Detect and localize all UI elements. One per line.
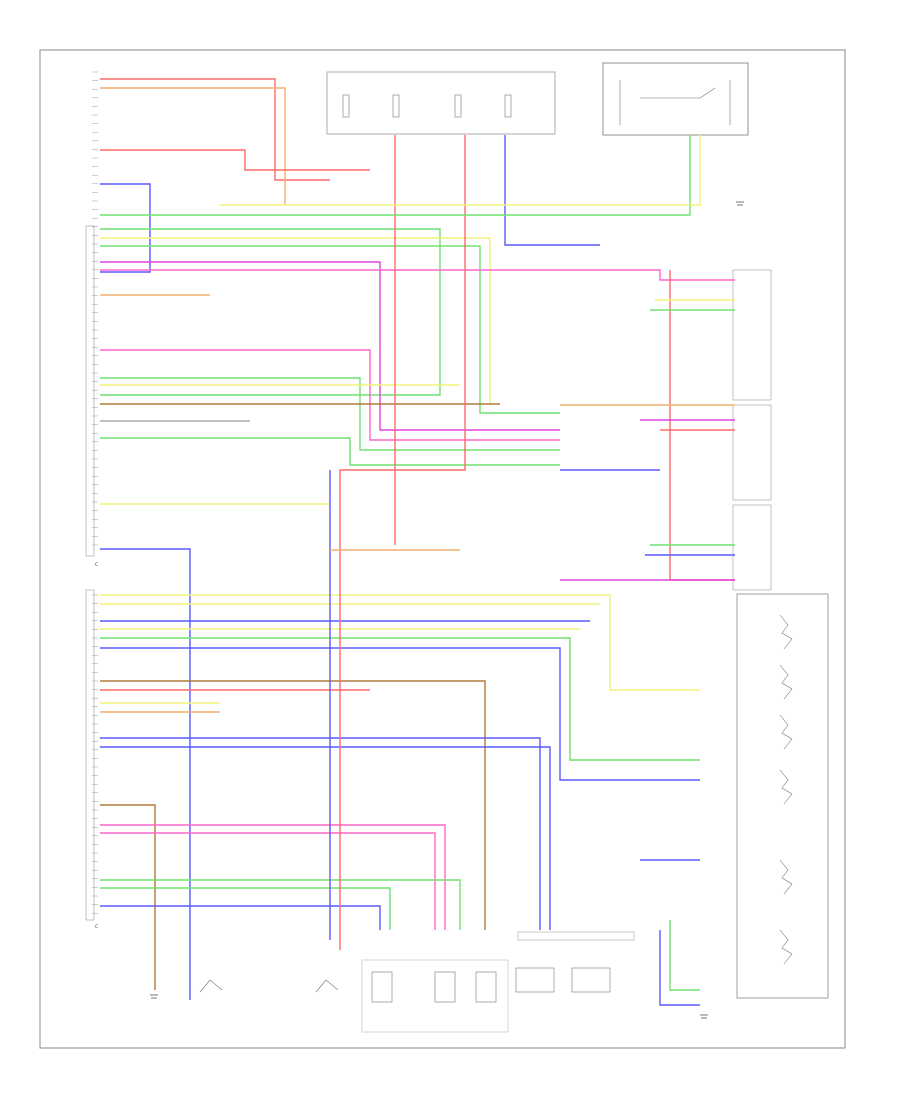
- sensor-icon: [571, 967, 611, 993]
- solenoid-icon: [434, 971, 456, 1003]
- wire-yellow: [220, 135, 701, 206]
- wire-brown: [100, 680, 486, 930]
- ecm-connector-left: C C: [85, 225, 98, 930]
- bottom-components: [199, 931, 635, 1033]
- switch-icon: [199, 979, 223, 993]
- wire-blue: [504, 135, 600, 246]
- wire-blue: [100, 183, 151, 273]
- wire-blue: [100, 905, 381, 930]
- diagram-frame: [39, 49, 846, 1049]
- wire-blue: [659, 930, 700, 1006]
- wire-green: [669, 920, 700, 991]
- ecm-connector-label-bottom: C: [95, 924, 98, 930]
- wire-green: [100, 135, 691, 216]
- wire-green: [100, 437, 560, 466]
- wire-red: [100, 78, 330, 181]
- wire-yellow: [100, 594, 700, 691]
- wire-green: [100, 377, 560, 451]
- wire-green: [100, 879, 461, 930]
- solenoid-icon: [371, 971, 393, 1003]
- wire-orange: [100, 87, 286, 205]
- wire-blue: [100, 746, 551, 930]
- wire-magenta: [100, 261, 560, 431]
- fuse-block-icon: [326, 71, 556, 135]
- wire-blue: [100, 548, 191, 1000]
- switch-icon: [736, 593, 829, 999]
- ground-icon: [150, 201, 744, 1019]
- wire-blue: [100, 737, 541, 930]
- wire-green: [100, 245, 560, 414]
- wire-harness: [100, 78, 735, 1006]
- wire-red: [100, 149, 370, 171]
- switch-icon: [315, 979, 339, 993]
- solenoid-icon: [475, 971, 497, 1003]
- wire-green: [100, 228, 441, 396]
- wire-brown: [100, 804, 156, 990]
- wire-green: [100, 637, 700, 761]
- relay-icon: [602, 62, 749, 136]
- wire-green: [100, 887, 391, 930]
- wire-red: [339, 135, 466, 950]
- connector-pins: [92, 71, 98, 914]
- connector-icon: [517, 931, 635, 941]
- wire-pink: [100, 824, 446, 930]
- wire-pink: [100, 269, 735, 281]
- wire-pink: [100, 832, 436, 930]
- wire-yellow: [100, 237, 491, 404]
- right-connector-blocks: [732, 269, 772, 591]
- sensor-icon: [515, 967, 555, 993]
- ecm-connector-label-top: C: [95, 562, 98, 568]
- wire-red: [669, 270, 735, 581]
